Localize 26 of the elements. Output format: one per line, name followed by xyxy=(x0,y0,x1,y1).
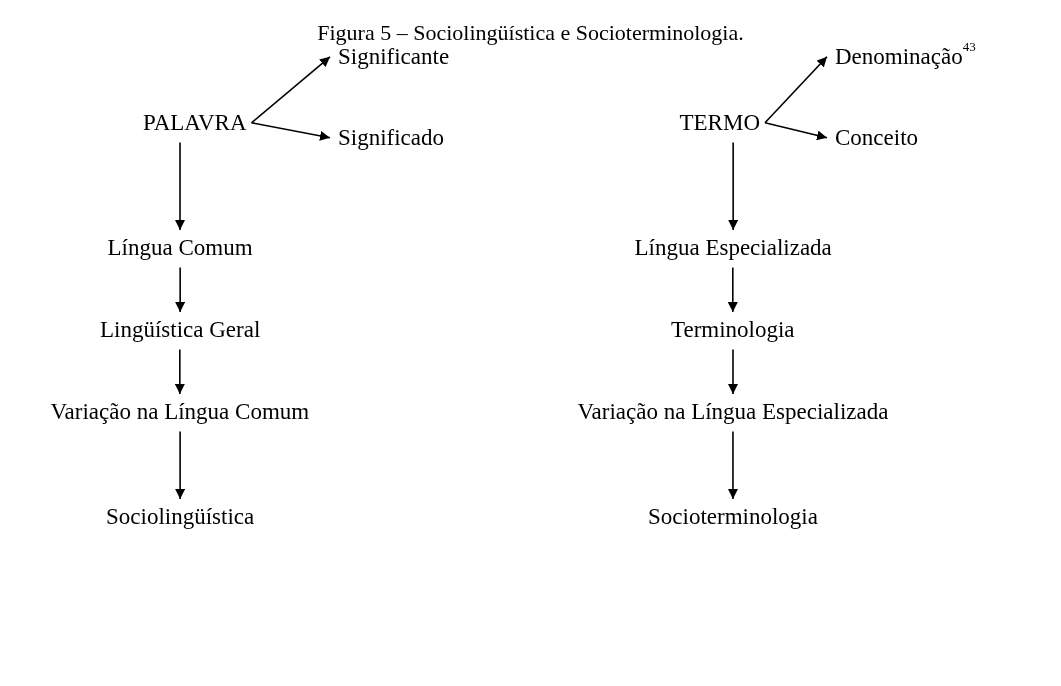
arrow xyxy=(174,348,185,395)
term-label: Terminologia xyxy=(668,314,798,346)
term-label: Conceito xyxy=(832,122,922,154)
arrow xyxy=(728,348,738,395)
arrow xyxy=(728,141,739,231)
arrow xyxy=(727,266,738,313)
term-label: Lingüística Geral xyxy=(97,314,264,346)
arrow xyxy=(175,430,186,500)
term-label: Significado xyxy=(335,122,448,154)
arrow xyxy=(250,56,331,124)
term-label: Variação na Língua Especializada xyxy=(574,396,892,428)
arrow xyxy=(727,430,738,500)
arrow xyxy=(764,56,828,124)
term-label: Denominação$^{43}$ xyxy=(832,41,979,73)
term-label: PALAVRA xyxy=(140,107,250,139)
term-label: Língua Especializada xyxy=(631,232,835,264)
term-label: TERMO xyxy=(676,107,763,139)
arrow xyxy=(175,266,186,313)
term-label: Sociolingüística xyxy=(103,501,258,533)
arrow xyxy=(764,122,828,141)
figure-title: Figura 5 – Sociolingüística e Socioterminologia. xyxy=(316,20,745,46)
term-label: Língua Comum xyxy=(104,232,256,264)
arrow xyxy=(250,122,331,141)
term-label: Socioterminologia xyxy=(645,501,821,533)
term-label: Variação na Língua Comum xyxy=(47,396,313,428)
arrow xyxy=(175,141,185,231)
